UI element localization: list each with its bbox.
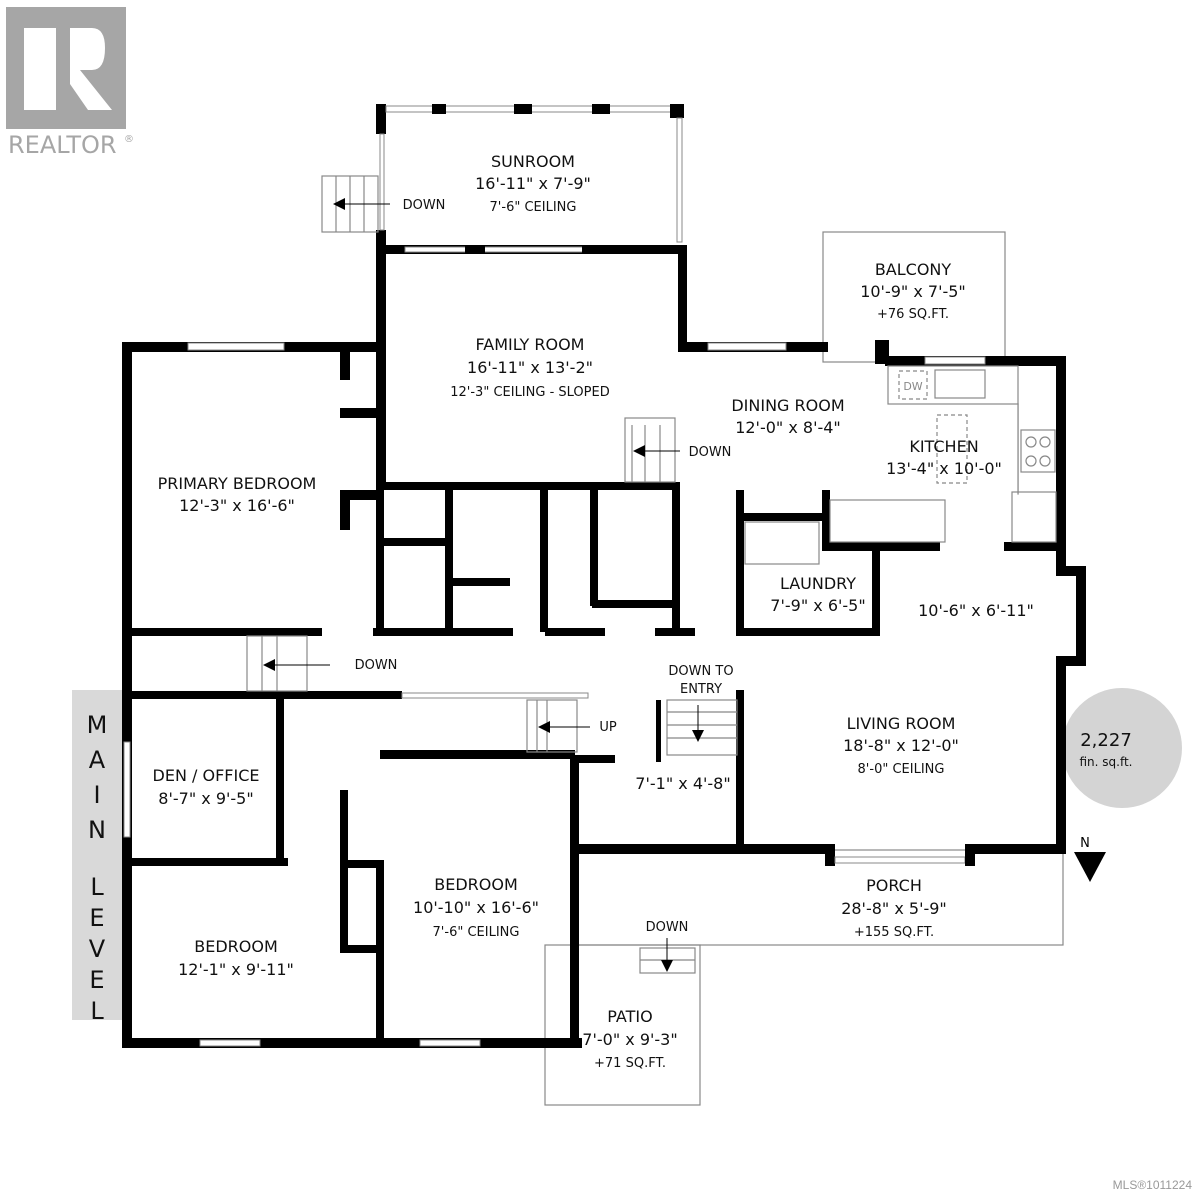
room-note: 7'-6" CEILING [433, 925, 520, 940]
registered-mark: ® [124, 134, 134, 145]
room-bedroom-2: BEDROOM 10'-10" x 16'-6" 7'-6" CEILING [413, 875, 539, 940]
room-name: BEDROOM [194, 937, 278, 956]
level-letter: V [89, 935, 106, 963]
entry-dims: 7'-1" x 4'-8" [635, 774, 730, 793]
room-note: 7'-6" CEILING [490, 200, 577, 215]
level-letter: E [89, 904, 104, 932]
walls [122, 104, 1086, 1048]
room-dims: 16'-11" x 7'-9" [475, 174, 591, 193]
north-label: N [1080, 836, 1090, 851]
room-name: BEDROOM [434, 875, 518, 894]
level-letter: L [90, 873, 104, 901]
room-patio: PATIO 7'-0" x 9'-3" +71 SQ.FT. [582, 1007, 677, 1071]
stair-arrows [263, 198, 704, 972]
level-letter: N [88, 816, 106, 844]
room-name: PRIMARY BEDROOM [158, 474, 317, 493]
room-sunroom: SUNROOM 16'-11" x 7'-9" 7'-6" CEILING [475, 152, 591, 215]
level-label: M A I N L E V E L [72, 690, 122, 1025]
room-living: LIVING ROOM 18'-8" x 12'-0" 8'-0" CEILIN… [843, 714, 959, 777]
room-dims: 28'-8" x 5'-9" [841, 899, 947, 918]
level-letter: A [89, 746, 106, 774]
level-letter: E [89, 966, 104, 994]
room-dims: 12'-3" x 16'-6" [179, 496, 295, 515]
room-name: DEN / OFFICE [153, 766, 260, 785]
room-dims: 12'-1" x 9'-11" [178, 960, 294, 979]
mls-number: MLS®1011224 [1112, 1178, 1192, 1192]
room-note: 12'-3" CEILING - SLOPED [450, 385, 609, 400]
kitchen-fixtures: DW [887, 365, 1057, 543]
room-dims: 13'-4" x 10'-0" [886, 459, 1002, 478]
stairs [246, 175, 738, 974]
room-note: +76 SQ.FT. [877, 307, 949, 322]
stair-label: DOWN TO [668, 664, 733, 679]
stair-label: DOWN [646, 920, 689, 935]
realtor-logo: REALTOR ® [6, 7, 134, 159]
room-laundry: LAUNDRY 7'-9" x 6'-5" [770, 574, 865, 615]
room-note: 8'-0" CEILING [858, 762, 945, 777]
dishwasher-label: DW [903, 380, 922, 393]
room-name: PATIO [607, 1007, 652, 1026]
room-balcony: BALCONY 10'-9" x 7'-5" +76 SQ.FT. [860, 260, 966, 322]
room-note: +71 SQ.FT. [594, 1056, 666, 1071]
room-dims: 7'-9" x 6'-5" [770, 596, 865, 615]
room-name: PORCH [866, 876, 922, 895]
patio-outline [544, 944, 701, 1106]
stair-label: DOWN [403, 198, 446, 213]
room-name: KITCHEN [909, 437, 978, 456]
nook-dims: 10'-6" x 6'-11" [918, 601, 1034, 620]
north-arrow-icon [1074, 852, 1106, 882]
room-dims: 10'-10" x 16'-6" [413, 898, 539, 917]
total-area-badge: 2,227 fin. sq.ft. [1056, 680, 1182, 820]
room-porch: PORCH 28'-8" x 5'-9" +155 SQ.FT. [841, 876, 947, 940]
room-name: LIVING ROOM [847, 714, 956, 733]
level-letter: I [93, 781, 100, 809]
room-name: BALCONY [875, 260, 952, 279]
room-dims: 8'-7" x 9'-5" [158, 789, 253, 808]
north-arrow: N [1074, 836, 1106, 882]
room-dims: 18'-8" x 12'-0" [843, 736, 959, 755]
stair-label: DOWN [355, 658, 398, 673]
room-family: FAMILY ROOM 16'-11" x 13'-2" 12'-3" CEIL… [450, 335, 609, 400]
total-area-value: 2,227 [1080, 730, 1132, 751]
room-dims: 10'-9" x 7'-5" [860, 282, 966, 301]
room-name: LAUNDRY [780, 574, 856, 593]
level-letter: L [90, 997, 104, 1025]
stair-label: ENTRY [680, 682, 722, 697]
room-name: SUNROOM [491, 152, 575, 171]
stair-label: UP [599, 720, 617, 735]
realtor-logo-text: REALTOR [8, 131, 117, 159]
level-letter: M [87, 711, 108, 739]
room-dims: 12'-0" x 8'-4" [735, 418, 841, 437]
room-name: FAMILY ROOM [476, 335, 585, 354]
room-dims: 7'-0" x 9'-3" [582, 1030, 677, 1049]
room-name: DINING ROOM [731, 396, 844, 415]
room-bedroom-3: BEDROOM 12'-1" x 9'-11" [178, 937, 294, 979]
room-note: +155 SQ.FT. [854, 925, 934, 940]
room-primary-bedroom: PRIMARY BEDROOM 12'-3" x 16'-6" [158, 474, 317, 515]
room-dining: DINING ROOM 12'-0" x 8'-4" [731, 396, 844, 437]
stair-label: DOWN [689, 445, 732, 460]
room-kitchen: KITCHEN 13'-4" x 10'-0" [886, 437, 1002, 478]
room-den-office: DEN / OFFICE 8'-7" x 9'-5" [153, 766, 260, 808]
total-area-unit: fin. sq.ft. [1079, 755, 1132, 769]
room-dims: 16'-11" x 13'-2" [467, 358, 593, 377]
